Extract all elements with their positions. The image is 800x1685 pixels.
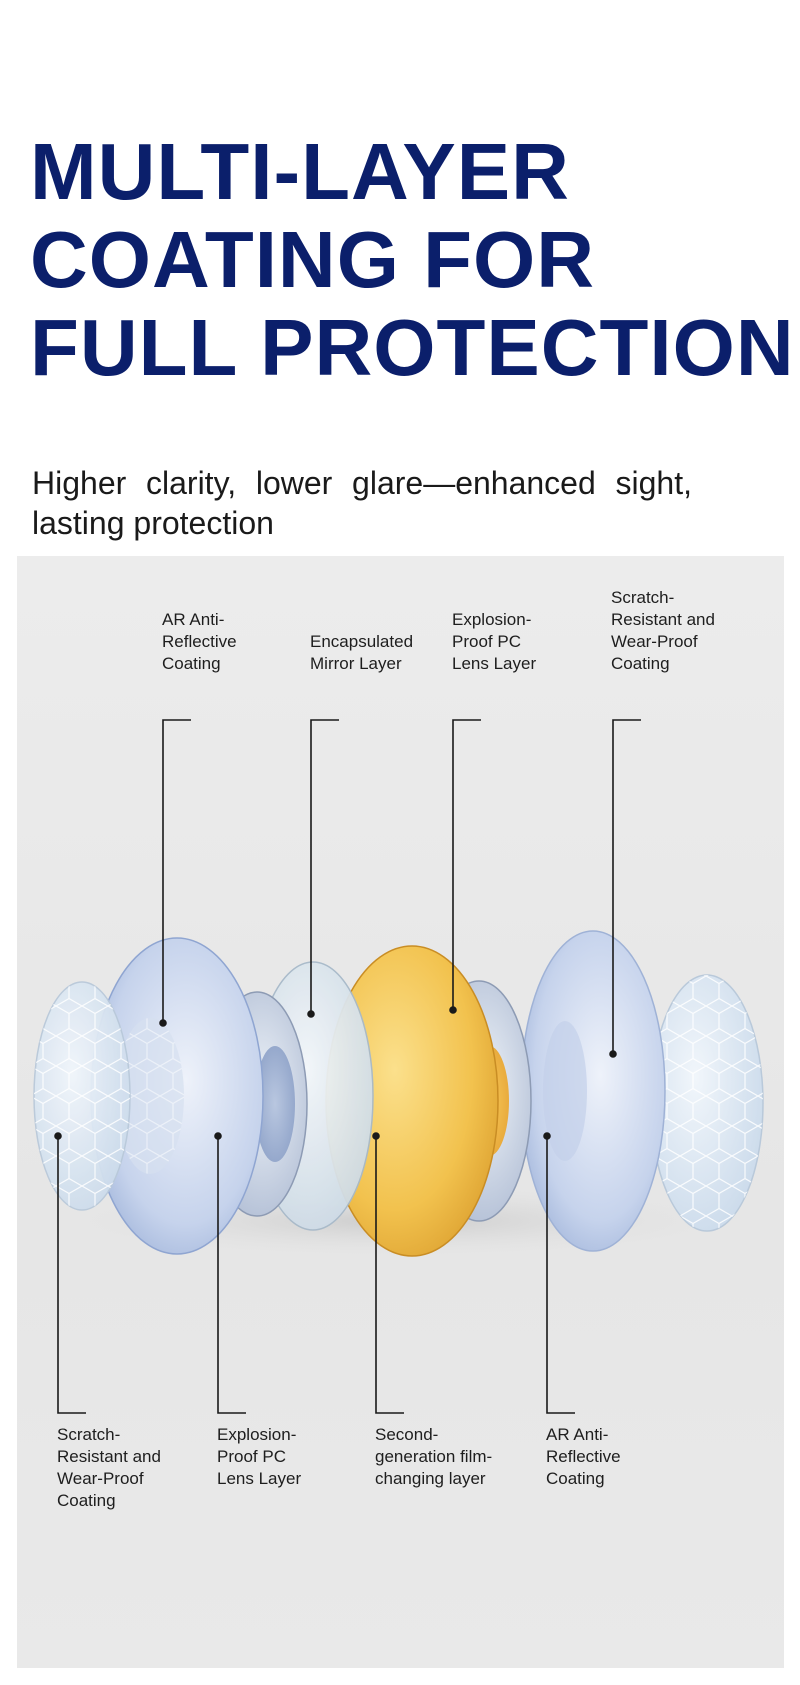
top-label-mirror-layer: Encapsulated Mirror Layer (310, 632, 414, 673)
top-label-scratch-resistant: Scratch- Resistant and Wear-Proof Coatin… (611, 588, 715, 673)
lens-illustration (27, 719, 767, 1414)
headline-line-3: FULL PROTECTION. (30, 303, 800, 392)
headline-line-2: COATING FOR (30, 215, 596, 304)
leader-lines-bottom (54, 1132, 575, 1414)
top-label-pc-lens: Explosion- Proof PC Lens Layer (452, 610, 537, 673)
ar-coating-layer-left (90, 937, 264, 1255)
bottom-label-pc-lens: Explosion- Proof PC Lens Layer (217, 1425, 302, 1488)
subtitle: Higher clarity, lower glare—enhanced sig… (32, 465, 692, 541)
bottom-label-film-changing-layer: Second- generation film- changing layer (375, 1425, 493, 1488)
bottom-label-scratch-resistant: Scratch- Resistant and Wear-Proof Coatin… (57, 1425, 161, 1510)
scratch-resistant-layer-left (33, 981, 131, 1211)
headline-line-1: MULTI-LAYER (30, 127, 570, 216)
bottom-label-ar-coating: AR Anti- Reflective Coating (546, 1425, 621, 1488)
lens-layer-diagram: AR Anti- Reflective Coating Encapsulated… (17, 556, 784, 1668)
page-headline: MULTI-LAYER COATING FOR FULL PROTECTION. (30, 128, 800, 392)
leader-lines-top (159, 719, 641, 1058)
scratch-resistant-layer-right (650, 974, 764, 1232)
top-label-ar-coating: AR Anti- Reflective Coating (162, 610, 237, 673)
ar-coating-layer-right (520, 930, 666, 1252)
